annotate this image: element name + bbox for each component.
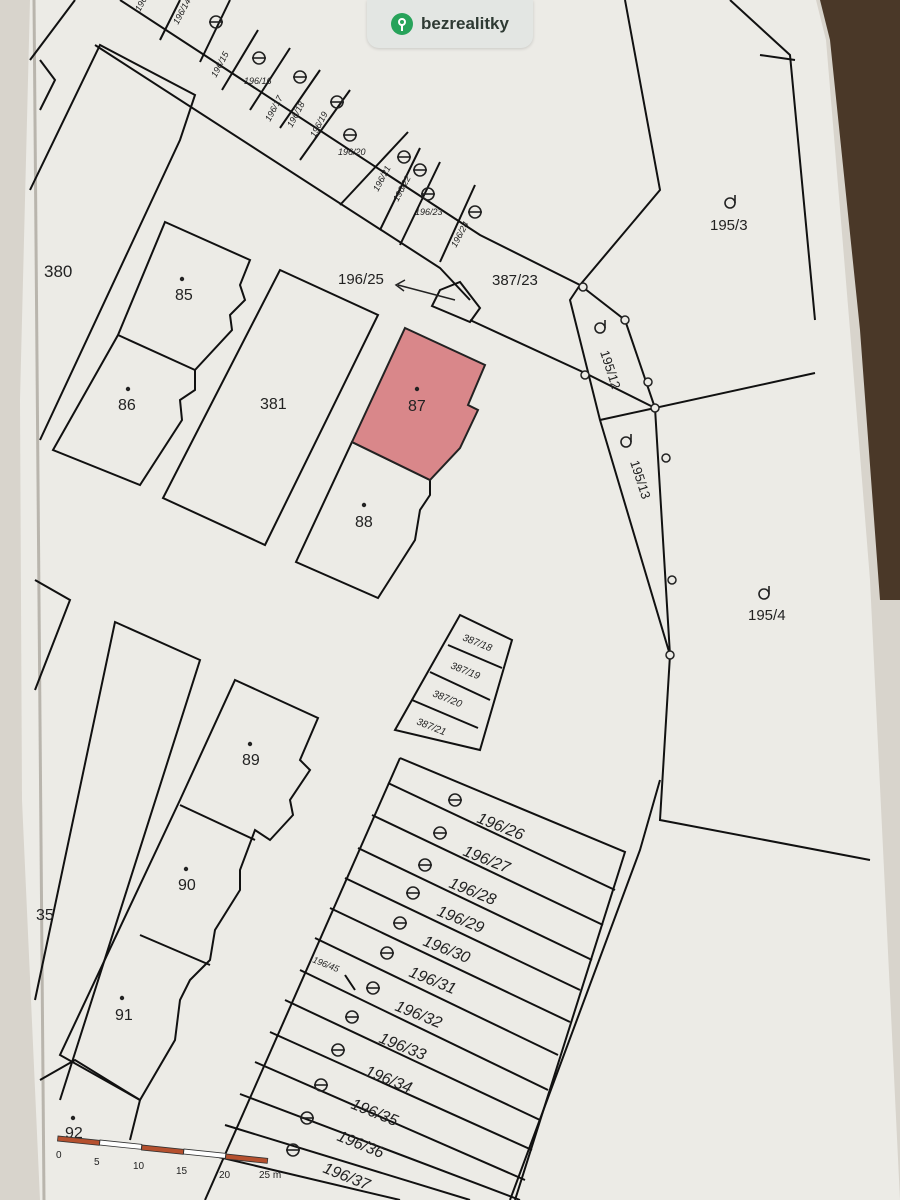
- parcel-label: 85: [175, 287, 193, 304]
- scale-tick: 25 m: [259, 1170, 281, 1181]
- map-pin-icon: [391, 13, 414, 35]
- parcel-label: 35: [36, 907, 54, 924]
- scale-tick: 0: [56, 1150, 62, 1161]
- parcel-label: 380: [44, 262, 72, 281]
- watermark-badge: bezrealitky: [367, 0, 533, 48]
- pointer-arrow: [394, 279, 456, 301]
- paper-sheet: [20, 0, 900, 1200]
- parcel-label: 195/3: [710, 217, 748, 234]
- parcel-boundaries: [29, 0, 871, 1200]
- highlighted-parcel-87[interactable]: [350, 326, 487, 482]
- parcel-label-highlighted: 87: [408, 398, 426, 415]
- parcel-label: 86: [118, 397, 136, 414]
- boundary-markers: [578, 282, 677, 660]
- parcel-label: 88: [355, 514, 373, 531]
- meadow-symbols: [594, 195, 770, 600]
- parcel-label: 381: [260, 396, 287, 413]
- parcel-label: 196/16: [244, 76, 272, 86]
- parcel-label: 195/4: [748, 607, 786, 624]
- garden-symbols: [209, 15, 482, 1157]
- scale-tick: 10: [133, 1161, 145, 1172]
- parcel-dots: [70, 276, 420, 1121]
- scale-tick: 20: [219, 1170, 231, 1181]
- parcel-label: 90: [178, 877, 196, 894]
- parcel-label: 387/23: [492, 272, 538, 289]
- parcel-label: 196/25: [338, 271, 384, 288]
- scale-bar: 0 5 10 15 20 25 m: [56, 1135, 281, 1181]
- parcel-label: 91: [115, 1007, 133, 1024]
- parcel-label: 89: [242, 752, 260, 769]
- brand-name: bezrealitky: [421, 14, 509, 33]
- page-fold: [32, 0, 46, 1200]
- parcel-label: 196/20: [338, 147, 366, 157]
- scale-tick: 15: [176, 1166, 188, 1177]
- parcel-label: 196/23: [415, 207, 443, 217]
- scale-tick: 5: [94, 1157, 100, 1168]
